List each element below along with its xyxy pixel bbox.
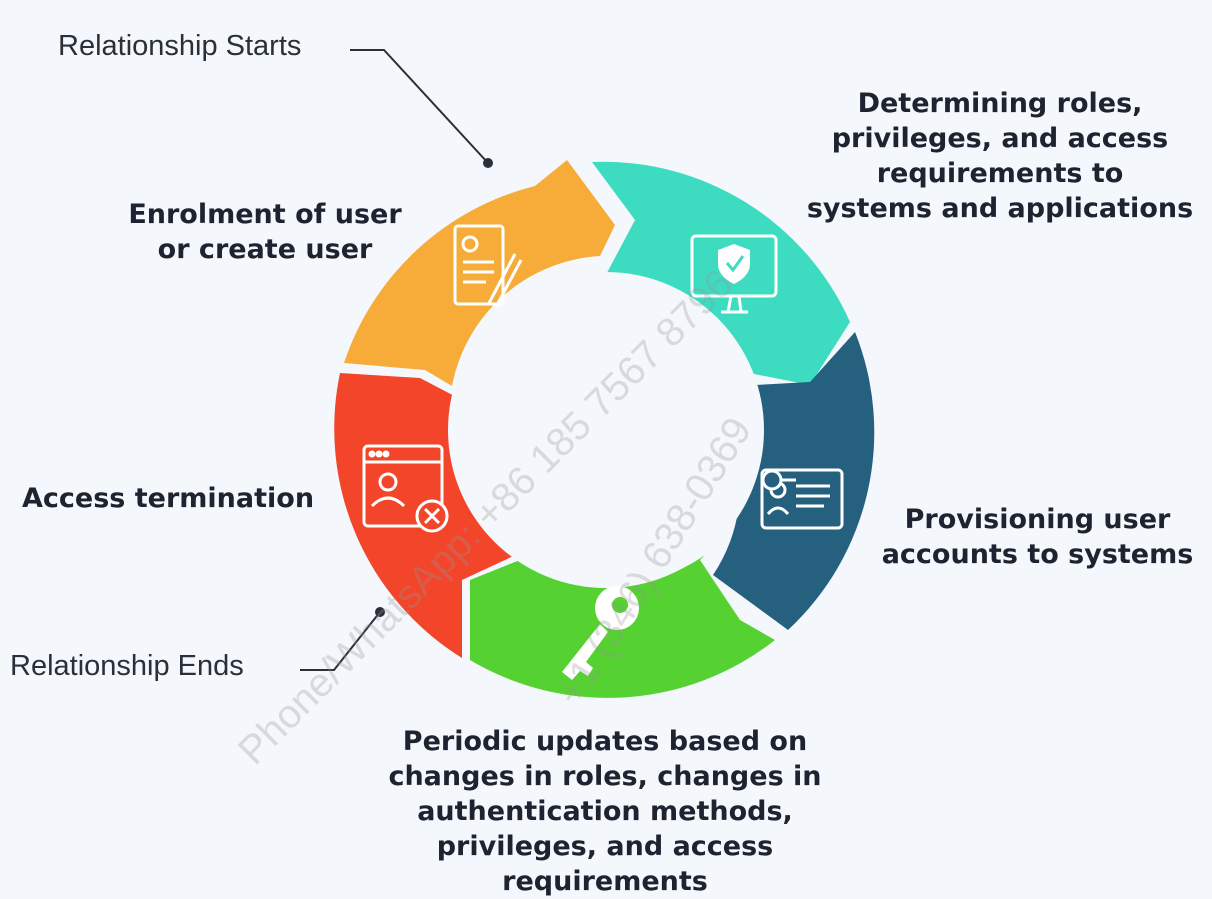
- stage-label-enrolment: Enrolment of user or create user: [128, 199, 402, 265]
- stage-label-periodic: Periodic updates based on changes in rol…: [388, 726, 822, 897]
- start-connector: [350, 49, 489, 164]
- relationship-ends-label: Relationship Ends: [10, 650, 244, 682]
- stage-label-termination: Access termination: [22, 483, 315, 514]
- user-remove-window-icon: [362, 444, 449, 533]
- end-dot: [375, 607, 385, 617]
- key-icon: [562, 586, 639, 680]
- start-dot: [483, 158, 493, 168]
- id-card-key-icon: [760, 468, 844, 530]
- relationship-starts-label: Relationship Starts: [58, 30, 302, 62]
- document-edit-icon: [453, 224, 523, 308]
- stage-label-provisioning: Provisioning user accounts to systems: [881, 504, 1194, 570]
- stage-label-determining: Determining roles, privileges, and acces…: [806, 88, 1194, 224]
- monitor-shield-icon: [690, 234, 778, 314]
- end-connector: [300, 611, 381, 671]
